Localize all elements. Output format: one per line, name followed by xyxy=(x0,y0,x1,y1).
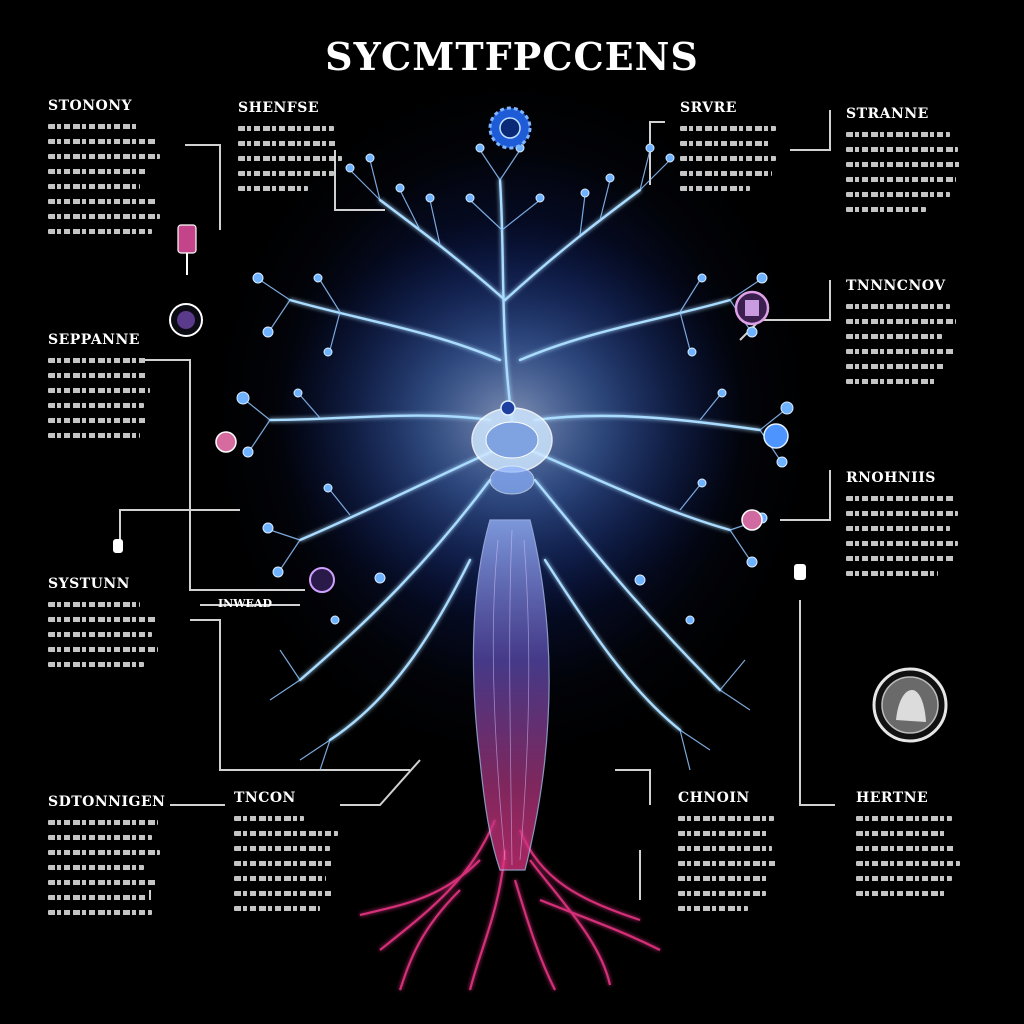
cell-body-icon xyxy=(471,400,553,495)
info-panel-srvre: SRVRE xyxy=(680,100,790,201)
panel-text-lines xyxy=(238,126,348,191)
page-title: SYCMTFPCCENS xyxy=(325,34,699,79)
badge-icon xyxy=(309,567,335,593)
info-panel-stonony: STONONY xyxy=(48,98,178,244)
panel-text-lines xyxy=(846,132,976,212)
badge-icon xyxy=(169,303,203,337)
badge-icon xyxy=(763,423,789,449)
badge-icon xyxy=(741,509,763,531)
vial-icon xyxy=(734,290,770,326)
panel-text-lines xyxy=(234,816,344,911)
panel-text-lines xyxy=(846,304,976,384)
panel-heading: STONONY xyxy=(48,98,133,114)
info-panel-sdtonnigen: SDTONNIGEN xyxy=(48,794,168,925)
coin-medallion-icon xyxy=(872,667,948,743)
connector-lines xyxy=(119,110,835,900)
syringe-icon xyxy=(177,224,197,275)
panel-heading: STRANNE xyxy=(846,106,929,122)
panel-heading: HERTNE xyxy=(856,790,929,806)
panel-heading: CHNOIN xyxy=(678,790,750,806)
dendrite-nodes xyxy=(236,143,794,625)
panel-heading: TNCON xyxy=(234,790,296,806)
panel-text-lines xyxy=(48,124,178,234)
info-panel-chnoin: CHNOIN xyxy=(678,790,788,921)
top-emblem-icon xyxy=(488,106,532,150)
inwead-label: INWEAD xyxy=(218,597,273,610)
info-panel-systunn: SYSTUNN xyxy=(48,576,168,677)
panel-heading: SDTONNIGEN xyxy=(48,794,166,810)
info-panel-stranne: STRANNE xyxy=(846,106,976,222)
panel-heading: SYSTUNN xyxy=(48,576,130,592)
info-panel-tncon: TNCON xyxy=(234,790,344,921)
info-panel-shenfse: SHENFSE xyxy=(238,100,348,201)
panel-heading: SHENFSE xyxy=(238,100,320,116)
dendrite-branches xyxy=(268,178,762,742)
axon-trunk-icon xyxy=(472,519,550,871)
panel-heading: SRVRE xyxy=(680,100,737,116)
panel-text-lines xyxy=(678,816,788,911)
panel-heading: SEPPANNE xyxy=(48,332,140,348)
info-panel-hertne: HERTNE xyxy=(856,790,976,906)
panel-heading: RNOHNIIS xyxy=(846,470,936,486)
panel-text-lines xyxy=(846,496,976,576)
panel-text-lines xyxy=(48,820,168,915)
panel-text-lines xyxy=(680,126,790,191)
panel-text-lines xyxy=(856,816,976,896)
info-panel-rnohniis: RNOHNIIS xyxy=(846,470,976,586)
badge-icon xyxy=(215,431,237,453)
plug-icon xyxy=(113,539,806,580)
panel-heading: TNNNCNOV xyxy=(846,278,946,294)
panel-text-lines xyxy=(48,602,168,667)
roots xyxy=(359,819,661,991)
info-panel-tnnncnov: TNNNCNOV xyxy=(846,278,976,394)
info-panel-seppanne: SEPPANNE xyxy=(48,332,158,448)
panel-text-lines xyxy=(48,358,158,438)
